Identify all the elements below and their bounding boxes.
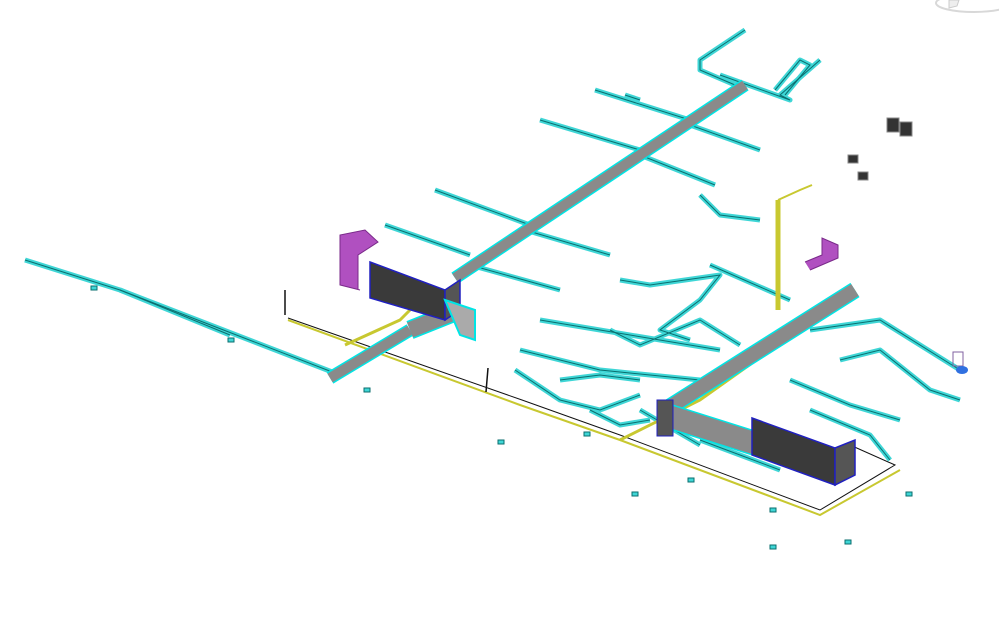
branch-duct-centerline [809,319,961,371]
branch-duct-centerline [559,374,641,381]
air-terminal [631,491,639,497]
duct-elbow [443,298,476,342]
branch-duct-centerline [699,194,761,221]
duct-riser [804,237,839,271]
branch-duct-centerline [609,319,741,346]
air-terminal [905,491,913,497]
branch-duct-centerline [384,224,471,256]
air-handling-unit-2 [751,416,836,487]
branch-duct-centerline [594,89,691,121]
view-cube-icon[interactable] [919,0,999,20]
air-terminal [769,507,777,513]
branch-duct [789,377,901,423]
main-duct [452,80,748,283]
branch-duct-centerline [519,349,701,381]
electrical-panel [847,154,859,164]
air-terminal [687,477,695,483]
electrical-panel [886,117,900,133]
branch-duct-centerline [624,94,641,101]
air-handling-unit-2-side [834,438,856,487]
pipe-run [344,308,412,347]
main-duct [661,404,764,456]
fixture [952,351,964,367]
branch-duct-centerline [119,289,231,336]
fixtures [90,117,968,550]
pipe-run [777,184,813,201]
pipe-drop [485,367,489,393]
main-ducts [326,79,860,457]
main-duct [327,325,413,383]
view-cube[interactable] [919,0,999,24]
branch-duct-centerline [774,59,811,96]
air-terminal [583,431,591,437]
air-terminal [769,544,777,550]
branch-duct-centerline [699,29,746,86]
branch-duct-centerline [639,154,716,186]
branch-duct-centerline [789,379,901,421]
branch-duct-centerline [469,264,561,291]
electrical-panel [899,121,913,137]
branch-duct-centerline [434,189,531,226]
branch-duct-centerline [514,369,641,411]
branch-duct-centerline [539,119,641,151]
branch-duct-centerline [809,409,891,461]
branch-duct-centerline [524,229,611,256]
branch-duct-centerline [699,439,781,471]
piping [284,184,901,517]
electrical-panel [857,171,869,181]
branch-duct-centerline [589,409,651,426]
main-duct [661,284,859,416]
air-terminal [844,539,852,545]
branch-duct-centerline [839,349,961,401]
air-terminal [497,439,505,445]
duct-riser [339,229,379,291]
branch-duct-centerlines [24,29,961,471]
air-terminal [90,285,98,291]
pipe-run [287,317,897,511]
branch-duct [559,372,641,383]
air-terminal [227,337,235,343]
branch-duct-centerline [689,124,761,151]
equipment [369,260,856,487]
duct-fitting [656,399,674,437]
branch-duct [773,57,813,97]
branch-duct-centerline [539,319,721,351]
fixture [956,366,968,374]
air-terminal [363,387,371,393]
branch-duct [809,317,962,373]
branch-duct-centerline [619,274,722,341]
